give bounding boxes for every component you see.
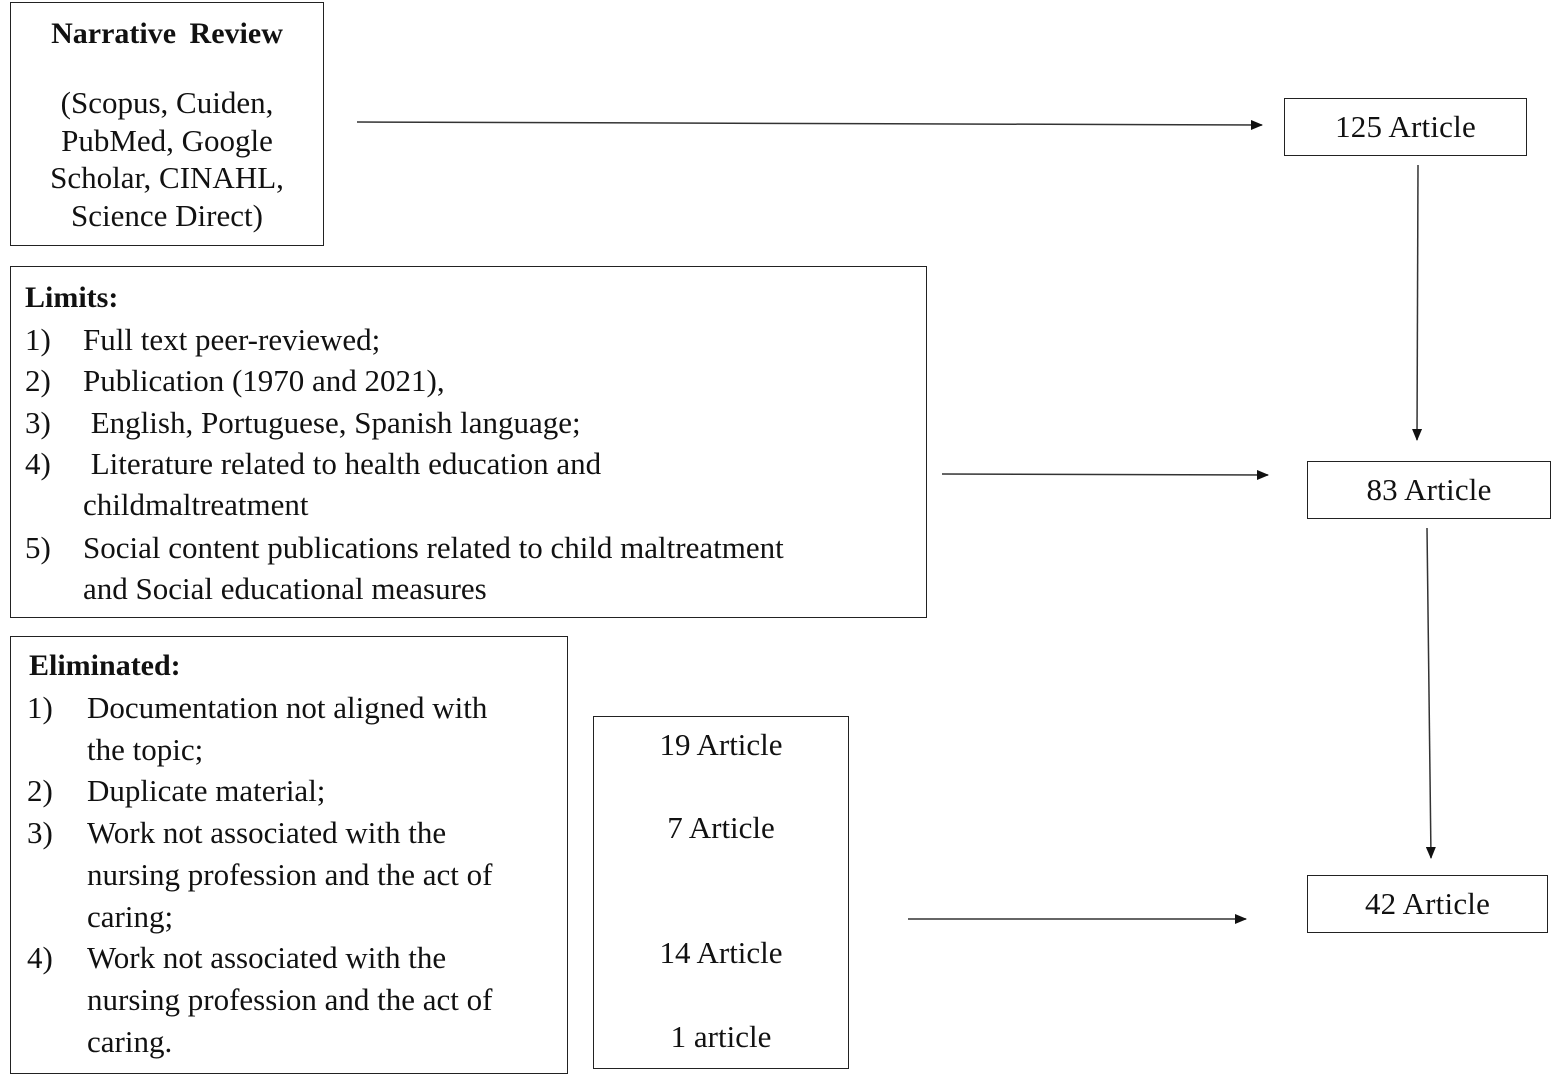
- arrow-review-to-125: [356, 119, 1263, 130]
- result-label: 83 Article: [1366, 472, 1492, 507]
- eliminated-item-text: Work not associated with the: [87, 815, 447, 850]
- sources-line: PubMed, Google: [61, 122, 273, 158]
- eliminated-count: 19 Article: [659, 727, 783, 762]
- eliminated-item-text: Work not associated with the: [87, 940, 447, 975]
- limits-item-text: Full text peer-reviewed;: [83, 322, 381, 357]
- eliminated-item-text: caring.: [87, 1024, 173, 1059]
- arrow-125-to-83: [1412, 164, 1423, 441]
- limits-item-text: Publication (1970 and 2021),: [83, 363, 445, 398]
- limits-item-number: 5): [25, 530, 51, 565]
- narrative-review-title: Narrative Review: [51, 17, 283, 50]
- eliminated-item-text: caring;: [87, 899, 174, 934]
- eliminated-item-number: 3): [27, 815, 53, 850]
- result-box-final: 42 Article: [1307, 875, 1548, 933]
- result-label: 125 Article: [1335, 109, 1476, 144]
- eliminated-item-number: 2): [27, 773, 53, 808]
- result-box-after-limits: 83 Article: [1307, 461, 1551, 519]
- eliminated-item-number: 4): [27, 940, 53, 975]
- limits-item-text: Literature related to health education a…: [83, 446, 602, 481]
- sources-line: (Scopus, Cuiden,: [60, 85, 274, 120]
- limits-item-number: 4): [25, 446, 51, 481]
- eliminated-item-text: Duplicate material;: [87, 773, 326, 808]
- database-sources: (Scopus, Cuiden, PubMed, Google Scholar,…: [11, 84, 323, 234]
- result-box-initial: 125 Article: [1284, 98, 1527, 156]
- arrow-83-to-42: [1425, 527, 1436, 859]
- eliminated-item-text: nursing profession and the act of: [87, 857, 493, 892]
- eliminated-count: 14 Article: [659, 935, 783, 970]
- limits-item-number: 1): [25, 322, 51, 357]
- arrow-limits-to-83: [941, 469, 1269, 480]
- eliminated-heading: Eliminated:: [29, 649, 181, 682]
- limits-item-number: 3): [25, 405, 51, 440]
- narrative-review-box: Narrative Review (Scopus, Cuiden, PubMed…: [10, 2, 324, 246]
- eliminated-counts-box: 19 Article 7 Article 14 Article 1 articl…: [593, 716, 849, 1069]
- eliminated-item-text: nursing profession and the act of: [87, 982, 493, 1017]
- result-label: 42 Article: [1364, 886, 1491, 921]
- eliminated-count: 1 article: [670, 1019, 772, 1054]
- limits-heading: Limits:: [25, 281, 119, 314]
- sources-line: Science Direct): [71, 197, 263, 233]
- sources-line: Scholar, CINAHL,: [50, 160, 284, 195]
- limits-item-text: Social content publications related to c…: [83, 530, 784, 565]
- limits-item-text: and Social educational measures: [83, 571, 487, 606]
- limits-item-text: English, Portuguese, Spanish language;: [83, 405, 581, 440]
- eliminated-box: Eliminated: 1) Documentation not aligned…: [10, 636, 568, 1074]
- eliminated-count: 7 Article: [667, 810, 775, 845]
- limits-box: Limits: 1) Full text peer-reviewed; 2) P…: [10, 266, 927, 618]
- eliminated-item-number: 1): [27, 690, 53, 725]
- eliminated-item-text: Documentation not aligned with: [87, 690, 488, 725]
- eliminated-item-text: the topic;: [87, 732, 204, 767]
- limits-item-number: 2): [25, 363, 51, 398]
- limits-item-text: childmaltreatment: [83, 487, 309, 522]
